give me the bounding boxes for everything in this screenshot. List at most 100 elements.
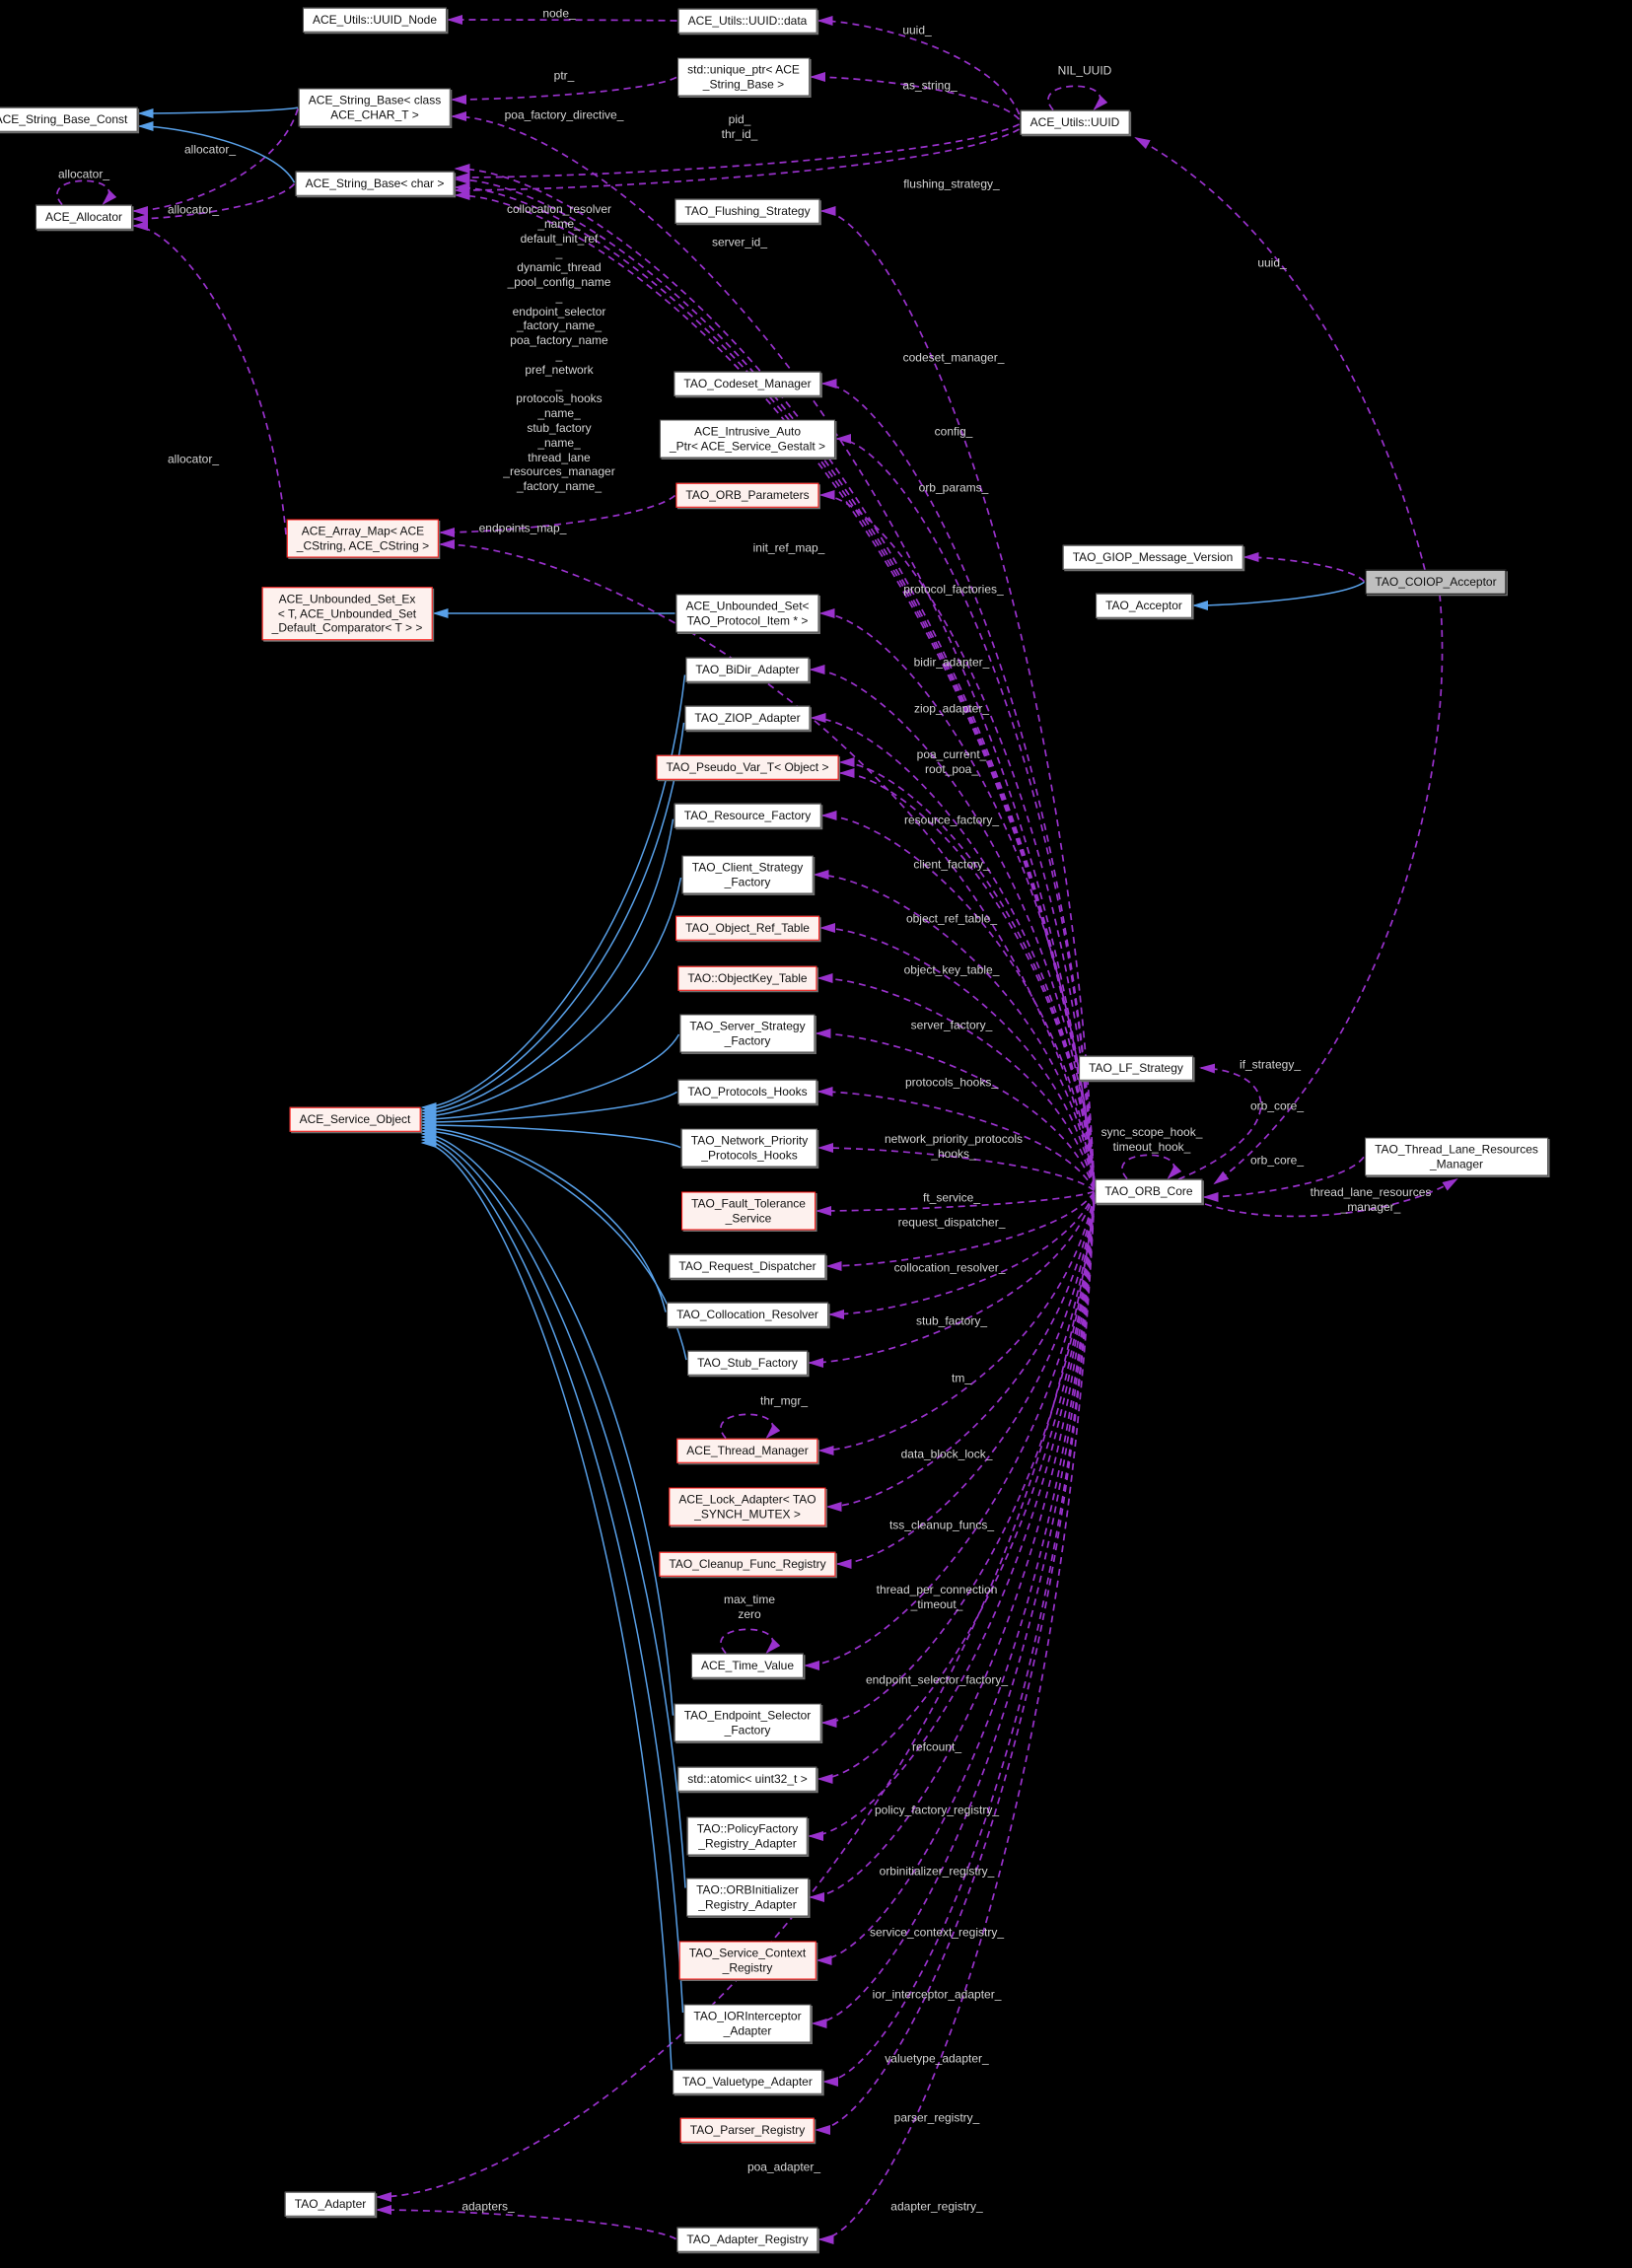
node-orbinit[interactable]: TAO::ORBInitializer_Registry_Adapter [686,1878,809,1917]
node-codeset[interactable]: TAO_Codeset_Manager [674,371,821,396]
node-unb_set[interactable]: ACE_Unbounded_Set<TAO_Protocol_Item * > [675,594,819,633]
member-edge-orb_core-stub [808,1192,1096,1368]
edge-label: NIL_UUID [1057,63,1112,78]
edge-label: node_ [542,6,576,21]
node-resource[interactable]: TAO_Resource_Factory [674,803,821,828]
node-label: TAO_Object_Ref_Table [685,920,810,935]
node-net_prio[interactable]: TAO_Network_Priority_Protocols_Hooks [680,1128,818,1168]
node-label: ACE_Allocator [44,209,123,224]
edge-label: ziop_adapter_ [913,701,990,716]
node-label: ACE_Utils::UUID::data [687,13,808,28]
node-pseudo[interactable]: TAO_Pseudo_Var_T< Object > [656,754,839,780]
node-array_map[interactable]: ACE_Array_Map< ACE_CString, ACE_CString … [286,519,440,558]
node-stub[interactable]: TAO_Stub_Factory [687,1350,808,1376]
member-edge-orb_core-unb_set [818,608,1096,1185]
edge-label: bidir_adapter_ [913,655,990,670]
member-edge-orb_core-flushing [819,206,1096,1180]
node-client_strat[interactable]: TAO_Client_Strategy_Factory [681,855,814,894]
edge-label: orb_core_ [1249,1153,1305,1168]
node-endpoint_sel[interactable]: TAO_Endpoint_Selector_Factory [674,1703,821,1742]
node-colloc[interactable]: TAO_Collocation_Resolver [667,1302,828,1327]
inheritance-edge-coiop-acceptor [1192,581,1365,610]
node-label: TAO_Adapter_Registry [686,2232,809,2246]
node-sb_char[interactable]: ACE_String_Base< char > [295,171,455,196]
node-label: TAO_LF_Strategy [1089,1060,1183,1075]
edge-label: orb_core_ [1249,1099,1305,1113]
node-coiop[interactable]: TAO_COIOP_Acceptor [1365,569,1507,595]
edge-label: poa_current_root_poa_ [916,747,987,776]
node-parser[interactable]: TAO_Parser_Registry [679,2117,816,2143]
node-giop_ver[interactable]: TAO_GIOP_Message_Version [1062,544,1243,570]
node-server_strat[interactable]: TAO_Server_Strategy_Factory [679,1014,816,1053]
edge-label: as_string_ [902,78,958,93]
node-label: TAO_ZIOP_Adapter [694,710,801,725]
inheritance-edge-sb_class-sb_const [137,106,299,118]
node-obj_ref[interactable]: TAO_Object_Ref_Table [675,915,819,941]
node-atomic[interactable]: std::atomic< uint32_t > [677,1766,817,1792]
node-orb_params[interactable]: TAO_ORB_Parameters [675,482,819,508]
member-edge-orb_core-orb_core [1121,1154,1182,1180]
node-objkey[interactable]: TAO::ObjectKey_Table [677,965,817,991]
node-proto_hooks[interactable]: TAO_Protocols_Hooks [677,1079,817,1104]
node-label: TAO_Request_Dispatcher [678,1258,816,1273]
member-edge-orb_core-orb_params [818,490,1096,1183]
node-lock_adapter[interactable]: ACE_Lock_Adapter< TAO_SYNCH_MUTEX > [669,1487,826,1526]
node-req_disp[interactable]: TAO_Request_Dispatcher [669,1253,826,1279]
inheritance-edge-net_prio-service_obj [420,1120,681,1149]
node-unb_ex[interactable]: ACE_Unbounded_Set_Ex< T, ACE_Unbounded_S… [261,587,433,640]
node-time_value[interactable]: ACE_Time_Value [690,1653,805,1678]
node-flushing[interactable]: TAO_Flushing_Strategy [674,198,820,224]
node-ior_int[interactable]: TAO_IORInterceptor_Adapter [683,2004,812,2043]
member-edge-coiop-giop_ver [1242,552,1366,583]
node-label: ACE_Utils::UUID [1029,114,1120,129]
edge-label: allocator_ [183,142,237,157]
edge-label: uuid_ [902,23,932,37]
node-adapter[interactable]: TAO_Adapter [284,2191,377,2217]
node-unique_ptr[interactable]: std::unique_ptr< ACE_String_Base > [677,57,810,97]
node-policy_fac[interactable]: TAO::PolicyFactory_Registry_Adapter [686,1816,809,1856]
node-fault[interactable]: TAO_Fault_Tolerance_Service [681,1191,816,1231]
inheritance-edge-proto_hooks-service_obj [420,1091,677,1127]
edge-label: pid_thr_id_ [721,112,758,141]
node-cleanup[interactable]: TAO_Cleanup_Func_Registry [659,1551,836,1577]
node-uuid[interactable]: ACE_Utils::UUID [1020,109,1130,135]
node-label: TAO_Collocation_Resolver [676,1307,818,1321]
node-uuid_data[interactable]: ACE_Utils::UUID::data [677,8,817,34]
node-bidir[interactable]: TAO_BiDir_Adapter [685,657,810,682]
node-orb_core[interactable]: TAO_ORB_Core [1095,1178,1203,1204]
node-valuetype[interactable]: TAO_Valuetype_Adapter [673,2069,822,2094]
node-label: _String_Base > [702,77,785,91]
edge-label: protocols_hooks_ [904,1075,999,1090]
node-tlrm[interactable]: TAO_Thread_Lane_Resources_Manager [1365,1137,1548,1176]
node-thread_mgr[interactable]: ACE_Thread_Manager [676,1438,818,1463]
node-service_obj[interactable]: ACE_Service_Object [289,1106,421,1132]
node-intrusive[interactable]: ACE_Intrusive_Auto_Ptr< ACE_Service_Gest… [659,419,836,459]
member-edge-orb_core-obj_ref [819,923,1096,1188]
node-label: _CString, ACE_CString > [296,538,430,552]
node-allocator[interactable]: ACE_Allocator [35,204,133,230]
node-label: _Adapter [723,2023,772,2037]
node-uuid_node[interactable]: ACE_Utils::UUID_Node [302,7,448,33]
edge-label: flushing_strategy_ [903,177,1000,191]
edge-label: request_dispatcher_ [897,1215,1006,1230]
inheritance-edge-endpoint_sel-service_obj [420,1129,674,1716]
member-edge-orb_core-objkey [816,973,1096,1189]
node-label: TAO_Client_Strategy [691,860,804,875]
node-label: ACE_String_Base< class [308,93,442,107]
member-edge-uuid-uuid_data [816,16,1021,115]
node-label: TAO_GIOP_Message_Version [1072,549,1234,564]
member-edge-orb_core-lf_strategy [1177,1063,1262,1180]
member-edge-orb_core-orbinit [809,1199,1096,1902]
node-ziop[interactable]: TAO_ZIOP_Adapter [684,705,811,731]
node-adapter_reg[interactable]: TAO_Adapter_Registry [676,2227,818,2252]
node-lf_strategy[interactable]: TAO_LF_Strategy [1079,1055,1193,1081]
edge-label: poa_factory_directive_ [504,107,624,122]
node-label: TAO_Adapter [294,2196,367,2211]
node-sb_const[interactable]: ACE_String_Base_Const [0,106,138,132]
node-acceptor[interactable]: TAO_Acceptor [1096,593,1192,618]
node-label: TAO::ORBInitializer [696,1882,799,1897]
inheritance-edge-ior_int-service_obj [420,1135,684,2014]
node-svc_ctx[interactable]: TAO_Service_Context_Registry [678,1941,816,1980]
